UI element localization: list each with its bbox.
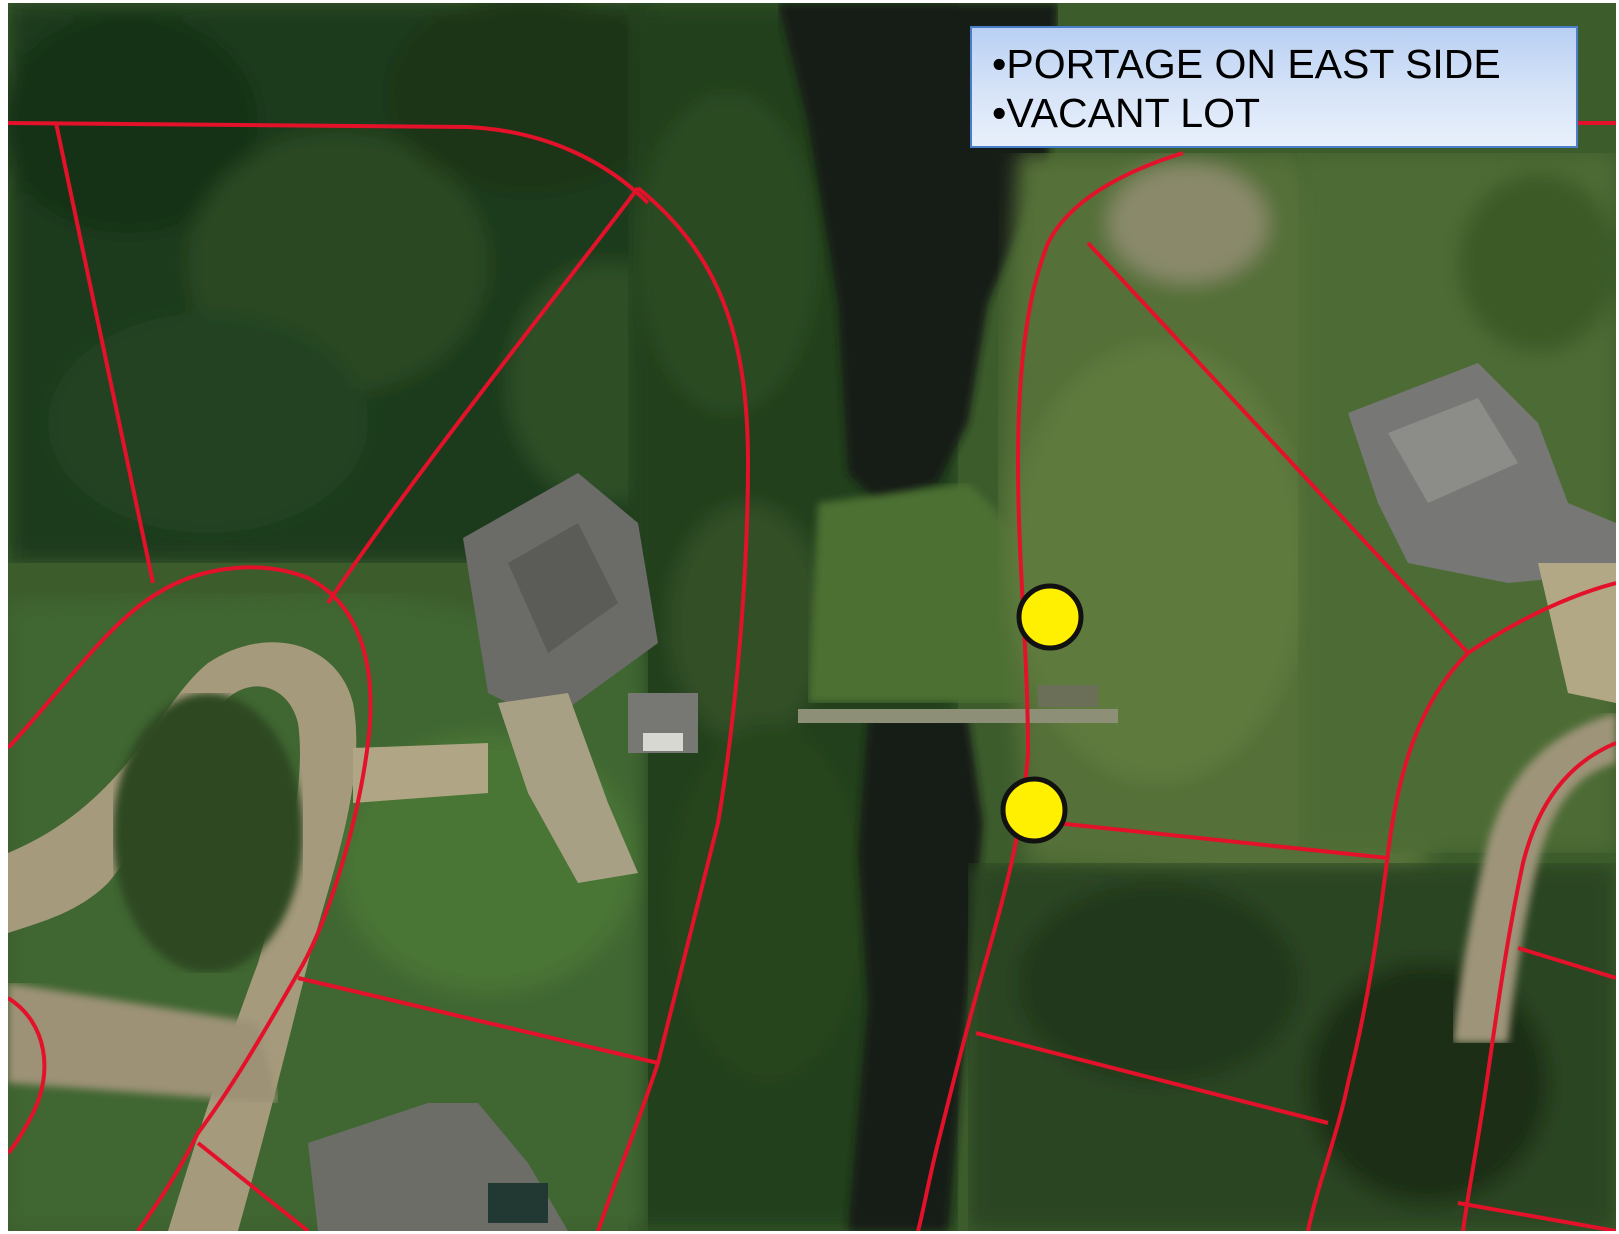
house-roof-west	[463, 473, 698, 883]
annotation-line-portage: •PORTAGE ON EAST SIDE	[992, 40, 1576, 89]
annotation-line-vacant-lot: •VACANT LOT	[992, 89, 1576, 138]
tree-canopy-west	[8, 3, 708, 563]
house-roof-southwest	[308, 1103, 568, 1231]
yellow-circle-marker-icon[interactable]	[1000, 776, 1068, 844]
east-road	[1453, 713, 1616, 1043]
parcel-lines	[8, 121, 1616, 1231]
bullet: •	[992, 90, 1007, 136]
annotation-callout: •PORTAGE ON EAST SIDE •VACANT LOT	[970, 26, 1578, 148]
aerial-map-canvas	[8, 3, 1616, 1231]
portage-markers	[1000, 583, 1084, 844]
annotation-text: VACANT LOT	[1006, 90, 1261, 136]
bullet: •	[992, 41, 1007, 87]
annotation-text: PORTAGE ON EAST SIDE	[1006, 41, 1501, 87]
house-roof-east	[1348, 363, 1616, 703]
cul-de-sac-road	[8, 642, 488, 1231]
aerial-map	[8, 3, 1616, 1231]
yellow-circle-marker-icon[interactable]	[1016, 583, 1084, 651]
grass-clearing	[808, 483, 1048, 703]
portage-path	[798, 685, 1118, 723]
